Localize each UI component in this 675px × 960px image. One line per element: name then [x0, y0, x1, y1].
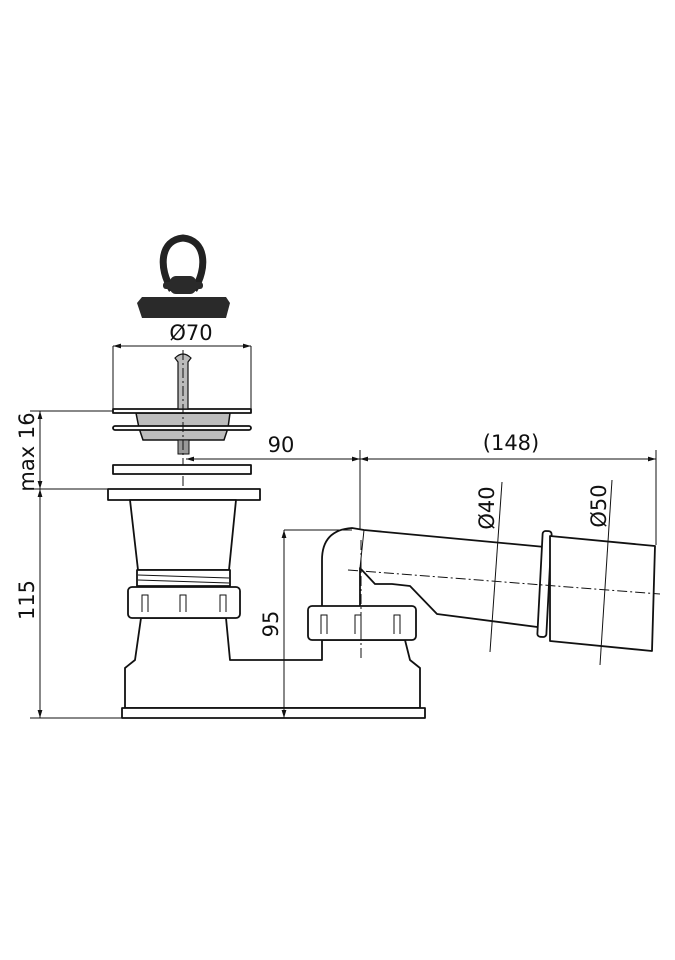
- dim-inner-diameter: Ø40: [475, 486, 499, 529]
- drain-grate: [112, 353, 252, 455]
- washer: [107, 488, 261, 501]
- dim-total-height: 115: [15, 580, 39, 620]
- gasket: [112, 464, 252, 475]
- dim-outlet-length: (148): [483, 431, 539, 455]
- dim-plug-diameter: Ø70: [169, 321, 212, 345]
- dim-flange-height: max 16: [15, 412, 39, 491]
- dim-outlet-height: 95: [259, 611, 283, 638]
- dimension-heights: [30, 410, 122, 719]
- dimension-horizontal: [186, 450, 657, 545]
- rubber-plug: [137, 234, 230, 318]
- dimension-inner-diameter: [489, 481, 503, 653]
- dim-outer-diameter: Ø50: [587, 484, 611, 527]
- trap-body: [121, 499, 661, 719]
- dimension-outer-diameter: [599, 479, 613, 666]
- dim-outlet-offset: 90: [268, 433, 295, 457]
- dimension-plug-diameter: [112, 343, 252, 410]
